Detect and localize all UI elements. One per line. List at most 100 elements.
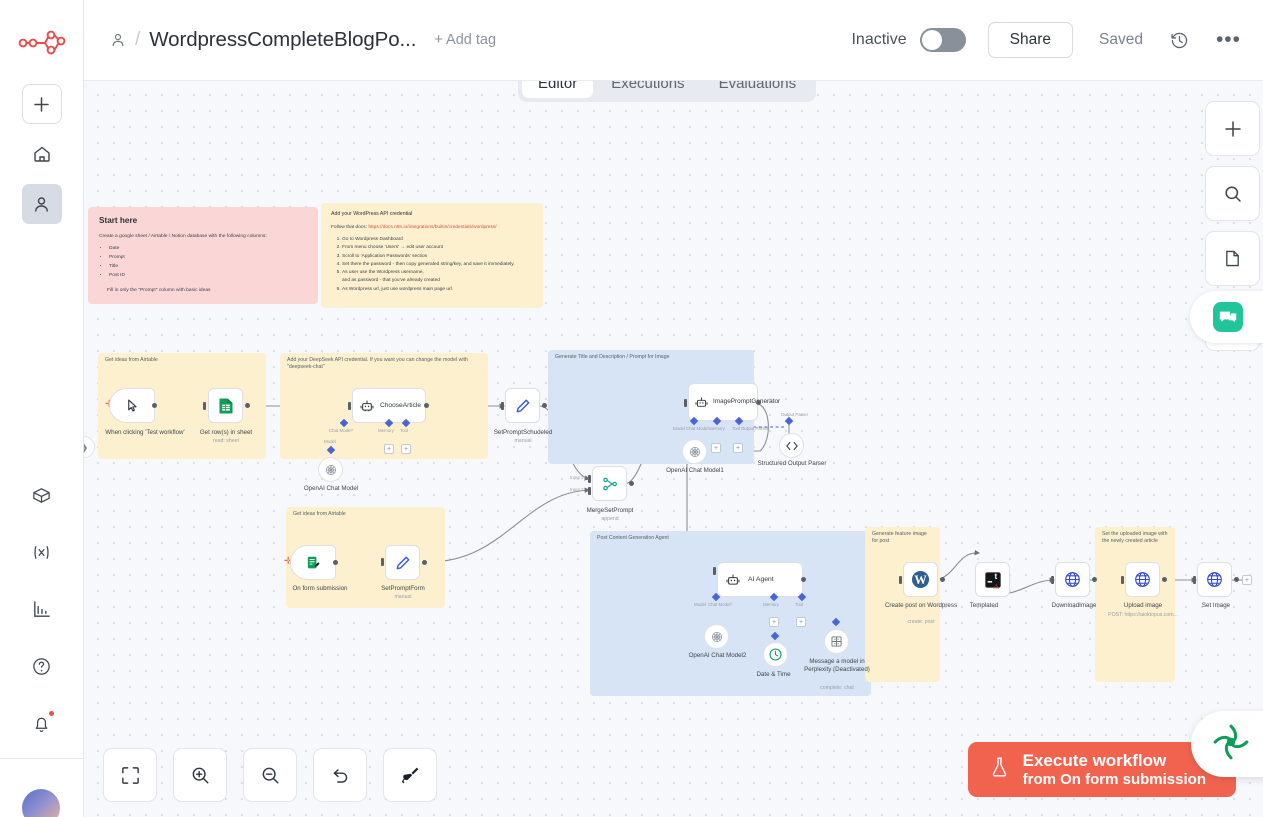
node-structured-output-parser[interactable] — [779, 433, 804, 458]
add-memory-button[interactable]: + — [384, 444, 394, 454]
output-port[interactable] — [1092, 577, 1097, 582]
zoom-in-button[interactable] — [173, 748, 227, 802]
output-port[interactable] — [629, 481, 634, 486]
output-port[interactable] — [333, 560, 338, 565]
node-download-image[interactable] — [1055, 562, 1090, 597]
add-tool-button[interactable]: + — [733, 443, 743, 453]
chat-model-label: Chat Model* — [329, 428, 354, 433]
input-port[interactable] — [713, 567, 716, 575]
node-openai-chat-model2[interactable] — [704, 624, 729, 649]
tab-evaluations[interactable]: Evaluations — [718, 81, 797, 92]
output-port[interactable] — [940, 577, 945, 582]
input-port-2[interactable] — [588, 487, 591, 495]
tab-executions[interactable]: Executions — [611, 81, 685, 92]
node-ai-agent[interactable]: AI Agent — [717, 562, 803, 597]
sidebar-item-home[interactable] — [22, 134, 62, 174]
node-create-post-on-wordpress[interactable]: W — [903, 562, 938, 597]
node-subtitle: manual — [514, 438, 532, 444]
add-sticky-note-button[interactable] — [1205, 231, 1260, 286]
avatar[interactable] — [22, 789, 60, 817]
sidebar-item-help[interactable] — [22, 646, 62, 686]
input-port[interactable] — [501, 402, 504, 410]
group-post-content-agent[interactable]: Post Content Generation Agent — [590, 531, 871, 696]
output-port[interactable] — [801, 577, 806, 582]
tab-editor[interactable]: Editor — [522, 81, 594, 98]
output-port[interactable] — [245, 403, 250, 408]
add-tool-button[interactable]: + — [401, 444, 411, 454]
node-message-model-perplexity[interactable] — [824, 629, 849, 654]
node-image-prompt-generator[interactable]: ImagePromptGenerator — [688, 383, 780, 421]
reset-zoom-button[interactable] — [313, 748, 367, 802]
page-title[interactable]: WordpressCompleteBlogPo... — [149, 28, 417, 51]
docs-link[interactable]: https://docs.n8n.io/integrations/builtin… — [368, 225, 497, 230]
node-get-rows-in-sheet[interactable] — [208, 388, 243, 423]
sidebar-item-variables[interactable] — [22, 532, 62, 572]
node-set-image[interactable] — [1197, 562, 1232, 597]
input-port-1[interactable] — [588, 475, 591, 483]
add-trigger-plus-icon[interactable]: ✛ — [284, 556, 293, 567]
node-upload-image[interactable] — [1125, 562, 1160, 597]
input-port[interactable] — [381, 558, 384, 566]
input-port[interactable] — [1051, 576, 1054, 584]
output-port[interactable] — [152, 403, 157, 408]
output-parser-connector[interactable] — [784, 416, 794, 426]
add-tool-button[interactable]: + — [796, 617, 806, 627]
output-port[interactable] — [424, 403, 429, 408]
group-upload-image[interactable]: Set the uploaded image with the newly cr… — [1095, 527, 1175, 682]
add-next-node-button[interactable]: + — [1242, 575, 1252, 585]
sidebar-item-templates[interactable] — [22, 475, 62, 515]
add-node-button[interactable] — [1205, 101, 1260, 156]
warning-icon[interactable]: ⚠ — [993, 584, 1000, 591]
tidy-up-button[interactable] — [383, 748, 437, 802]
add-workflow-button[interactable] — [21, 84, 62, 124]
add-memory-button[interactable]: + — [711, 443, 721, 453]
search-nodes-button[interactable] — [1205, 166, 1260, 221]
sidebar-item-notifications[interactable] — [22, 703, 62, 743]
node-openai-chat-model[interactable] — [318, 457, 343, 482]
clock-history-icon[interactable] — [1169, 30, 1190, 51]
node-choose-article[interactable]: ChooseArticle — [352, 388, 426, 423]
node-openai-chat-model1[interactable] — [682, 439, 707, 464]
output-port[interactable] — [1234, 577, 1239, 582]
node-on-form-submission[interactable] — [290, 545, 336, 580]
zoom-to-fit-button[interactable] — [103, 748, 157, 802]
group-label: Set the uploaded image with the newly cr… — [1102, 531, 1168, 545]
output-port[interactable] — [542, 403, 547, 408]
sticky-bullet: Prompt — [109, 253, 307, 262]
node-date-and-time[interactable] — [763, 642, 788, 667]
add-tag-button[interactable]: + Add tag — [434, 32, 497, 48]
input-port[interactable] — [899, 576, 902, 584]
owner-person-icon[interactable] — [110, 32, 126, 48]
node-subtitle: manual — [394, 594, 412, 600]
node-set-prompt-form[interactable] — [385, 545, 420, 580]
node-when-clicking-test-workflow[interactable] — [109, 388, 155, 423]
output-port[interactable] — [1162, 577, 1167, 582]
input-port[interactable] — [203, 402, 206, 410]
sticky-note-wordpress-credential[interactable]: Add your WordPress API credential Follow… — [321, 203, 543, 308]
add-memory-button[interactable]: + — [769, 617, 779, 627]
group-feature-image[interactable]: Generate feature image for post — [865, 527, 940, 682]
zoom-out-button[interactable] — [243, 748, 297, 802]
n8n-logo-icon[interactable] — [18, 22, 66, 62]
sticky-note-start-here[interactable]: Start here Create a google sheet / Airta… — [88, 207, 318, 304]
workflow-canvas[interactable]: Editor Executions Evaluations ❯ — [84, 81, 1263, 817]
node-templated[interactable]: t — [975, 562, 1010, 597]
input-port[interactable] — [684, 399, 687, 407]
execute-workflow-button[interactable]: Execute workflow from On form submission — [967, 742, 1236, 797]
input-port[interactable] — [348, 402, 351, 410]
node-set-prompt-schudeled[interactable] — [505, 388, 540, 423]
output-port[interactable] — [422, 560, 427, 565]
output-port[interactable] — [756, 400, 761, 405]
activate-workflow-toggle[interactable] — [919, 28, 966, 52]
input-port[interactable] — [1121, 576, 1124, 584]
input-port[interactable] — [1193, 576, 1196, 584]
sticky-step: Scroll to 'Application Passwords' sectio… — [342, 253, 533, 261]
ellipsis-icon[interactable]: ••• — [1215, 28, 1241, 51]
ai-assistant-tab[interactable] — [1190, 291, 1263, 343]
node-merge-set-prompt[interactable] — [592, 466, 627, 501]
ai-assistant-floating-tab[interactable] — [1191, 711, 1263, 777]
sidebar-item-personal[interactable] — [21, 184, 62, 224]
share-button[interactable]: Share — [987, 22, 1073, 58]
chevron-right-icon[interactable]: ❯ — [84, 436, 95, 458]
sidebar-item-insights[interactable] — [22, 589, 62, 629]
